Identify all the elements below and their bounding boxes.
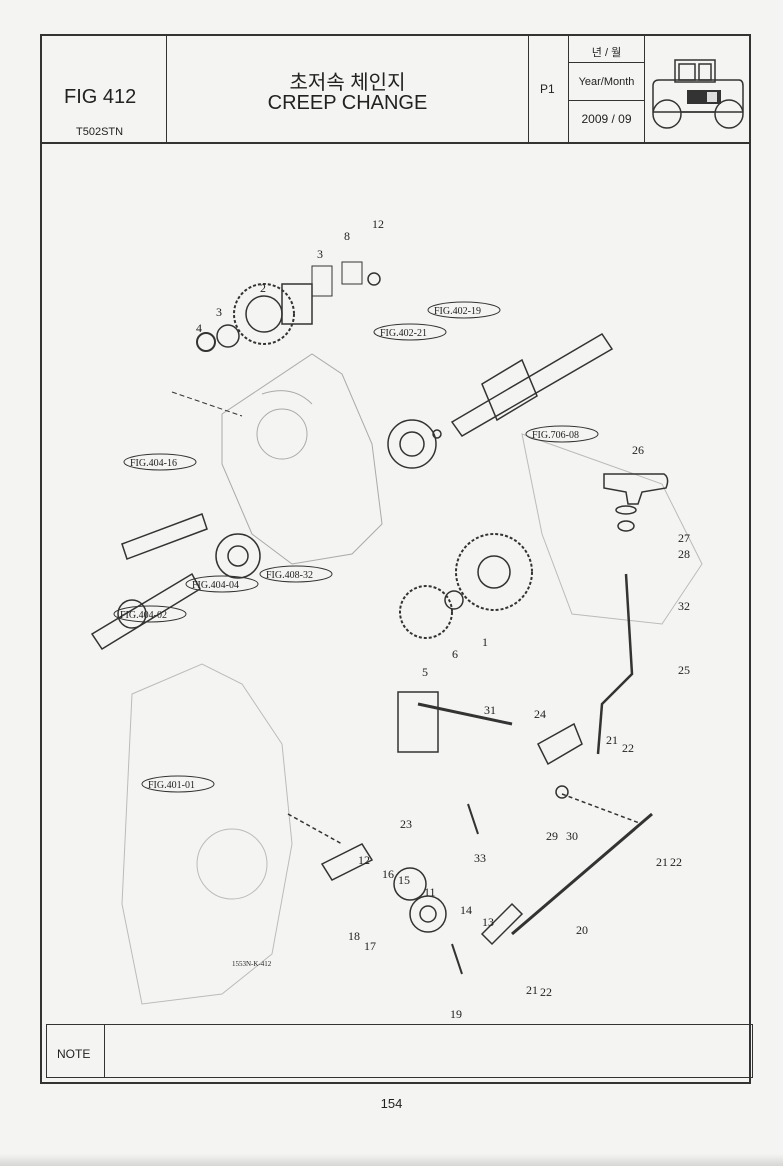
part-label: 3 — [317, 247, 323, 261]
part-label: 22 — [540, 985, 552, 999]
part-label: 18 — [348, 929, 360, 943]
date-value: 2009 / 09 — [581, 112, 632, 126]
part-label: 12 — [358, 853, 370, 867]
note-row: NOTE — [46, 1024, 753, 1078]
divider — [569, 100, 644, 101]
fig-ref: FIG.404-02 — [120, 610, 167, 621]
part-label: 26 — [632, 443, 644, 457]
part-label: 27 — [678, 531, 690, 545]
part-label: 2 — [260, 281, 266, 295]
note-label-cell: NOTE — [47, 1025, 105, 1077]
gear-assembly-upper — [171, 261, 381, 417]
note-label: NOTE — [57, 1047, 91, 1061]
fig-cell: FIG 412 T502STN — [42, 36, 167, 142]
fig-number: FIG 412 — [64, 86, 137, 108]
housing-outline — [121, 353, 703, 1005]
part-label: 23 — [400, 817, 412, 831]
tractor-icon — [652, 59, 744, 129]
part-label: 5 — [422, 665, 428, 679]
main-shaft — [387, 332, 614, 469]
title-korean: 초저속 체인지 — [289, 72, 406, 94]
part-label: 16 — [382, 867, 394, 881]
page-code-cell: P1 — [529, 36, 569, 142]
part-label: 12 — [372, 217, 384, 231]
page-frame: FIG 412 T502STN 초저속 체인지 CREEP CHANGE P1 … — [40, 34, 753, 1084]
year-month-cell: 년 / 월 Year/Month 2009 / 09 — [569, 36, 645, 142]
part-label: 32 — [678, 599, 690, 613]
part-label: 31 — [484, 703, 496, 717]
year-month-label: Year/Month — [578, 76, 635, 88]
fig-ref: FIG.706-08 — [532, 430, 579, 441]
fig-ref: FIG.402-19 — [434, 306, 481, 317]
part-label: 17 — [364, 939, 376, 953]
fig-ref: FIG.401-01 — [148, 780, 195, 791]
part-label: 21 — [526, 983, 538, 997]
part-label: 22 — [670, 855, 682, 869]
part-label: 14 — [460, 903, 472, 917]
part-number-labels: 12 8 3 2 3 4 26 27 28 32 25 1 6 5 31 24 … — [196, 217, 690, 1021]
fig-ref: FIG.408-32 — [266, 570, 313, 581]
page-number: 154 — [380, 1096, 403, 1111]
drawing-code: 1553N-K-412 — [232, 960, 272, 968]
title-english: CREEP CHANGE — [267, 92, 428, 114]
title-cell: 초저속 체인지 CREEP CHANGE — [167, 36, 529, 142]
year-month-korean: 년 / 월 — [591, 47, 622, 59]
fig-ref: FIG.404-04 — [192, 580, 239, 591]
part-label: 19 — [450, 1007, 462, 1021]
part-label: 20 — [576, 923, 588, 937]
scan-artifact-strip — [0, 1154, 783, 1166]
fig-ref: FIG.404-16 — [130, 458, 177, 469]
part-label: 3 — [216, 305, 222, 319]
part-label: 33 — [474, 851, 486, 865]
divider — [569, 62, 644, 63]
model-code: T502STN — [76, 126, 124, 138]
figure-references: FIG.402-19 FIG.402-21 FIG.706-08 FIG.404… — [113, 301, 599, 968]
part-label: 24 — [534, 707, 546, 721]
part-label: 1 — [482, 635, 488, 649]
part-label: 22 — [622, 741, 634, 755]
exploded-parts-diagram: 12 8 3 2 3 4 26 27 28 32 25 1 6 5 31 24 … — [90, 217, 703, 1021]
part-label: 13 — [482, 915, 494, 929]
part-label: 15 — [398, 873, 410, 887]
part-label: 28 — [678, 547, 690, 561]
lower-gears — [90, 513, 533, 651]
fig-ref: FIG.402-21 — [380, 328, 427, 339]
part-label: 8 — [344, 229, 350, 243]
part-label: 4 — [196, 321, 202, 335]
header: FIG 412 T502STN 초저속 체인지 CREEP CHANGE P1 … — [42, 36, 749, 144]
part-label: 11 — [424, 885, 436, 899]
part-label: 6 — [452, 647, 458, 661]
part-label: 21 — [606, 733, 618, 747]
tractor-logo-cell — [645, 36, 749, 142]
part-label: 30 — [566, 829, 578, 843]
part-label: 21 — [656, 855, 668, 869]
page-code: P1 — [540, 82, 555, 96]
part-label: 25 — [678, 663, 690, 677]
part-label: 29 — [546, 829, 558, 843]
shift-lever-assembly — [287, 473, 669, 975]
